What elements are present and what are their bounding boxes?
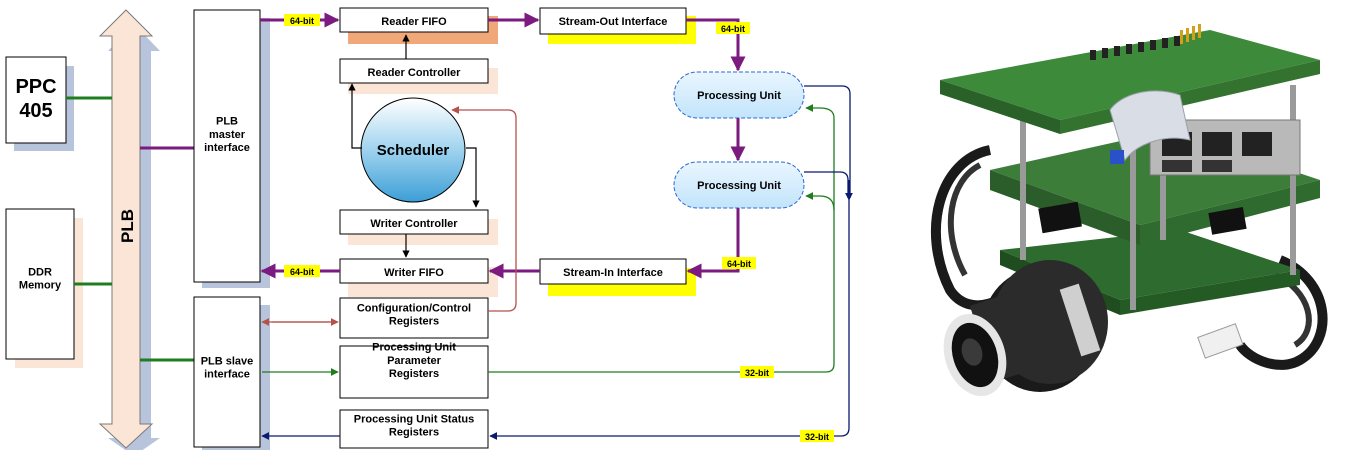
bus-label-64-stream-out: 64-bit [716, 22, 750, 34]
processing-unit-2: Processing Unit [673, 161, 805, 209]
svg-text:64-bit: 64-bit [290, 267, 314, 277]
bus-label-64-reader: 64-bit [284, 14, 320, 26]
stream-out-label: Stream-Out Interface [559, 16, 668, 28]
reader-fifo-block: Reader FIFO [339, 7, 498, 44]
svg-text:64-bit: 64-bit [727, 259, 751, 269]
writer-fifo-block: Writer FIFO [339, 258, 498, 297]
svg-text:64-bit: 64-bit [721, 24, 745, 34]
status-paths [261, 85, 853, 440]
camera-lens [943, 260, 1108, 397]
svg-text:64-bit: 64-bit [290, 16, 314, 26]
svg-text:32-bit: 32-bit [805, 432, 829, 442]
bus-label-64-writer: 64-bit [284, 265, 320, 277]
scheduler-label: Scheduler [377, 142, 450, 159]
scheduler-block: Scheduler [360, 97, 466, 203]
config-paths [261, 106, 517, 326]
parameter-paths [262, 104, 835, 376]
plb-bus: PLB [98, 9, 160, 450]
writer-fifo-label: Writer FIFO [384, 267, 444, 279]
svg-text:32-bit: 32-bit [745, 368, 769, 378]
bus-label-32-status: 32-bit [800, 430, 834, 442]
processing-unit-1: Processing Unit [673, 71, 805, 119]
reader-controller-block: Reader Controller [339, 58, 498, 94]
control-paths [348, 34, 480, 258]
reader-controller-label: Reader Controller [368, 67, 462, 79]
writer-controller-block: Writer Controller [339, 209, 498, 245]
processing-unit-1-label: Processing Unit [697, 90, 781, 102]
bus-label-64-stream-in: 64-bit [722, 257, 756, 269]
stream-in-interface-block: Stream-In Interface [539, 258, 696, 296]
plb-label: PLB [118, 209, 137, 243]
stream-out-interface-block: Stream-Out Interface [539, 7, 696, 44]
camera-illustration [931, 24, 1328, 397]
writer-controller-label: Writer Controller [370, 218, 458, 230]
bus-label-32-param: 32-bit [740, 366, 774, 378]
camera-board-photo [931, 24, 1328, 397]
stream-in-label: Stream-In Interface [563, 267, 663, 279]
purple-data-paths [260, 12, 746, 279]
reader-fifo-label: Reader FIFO [381, 16, 447, 28]
processing-unit-2-label: Processing Unit [697, 180, 781, 192]
